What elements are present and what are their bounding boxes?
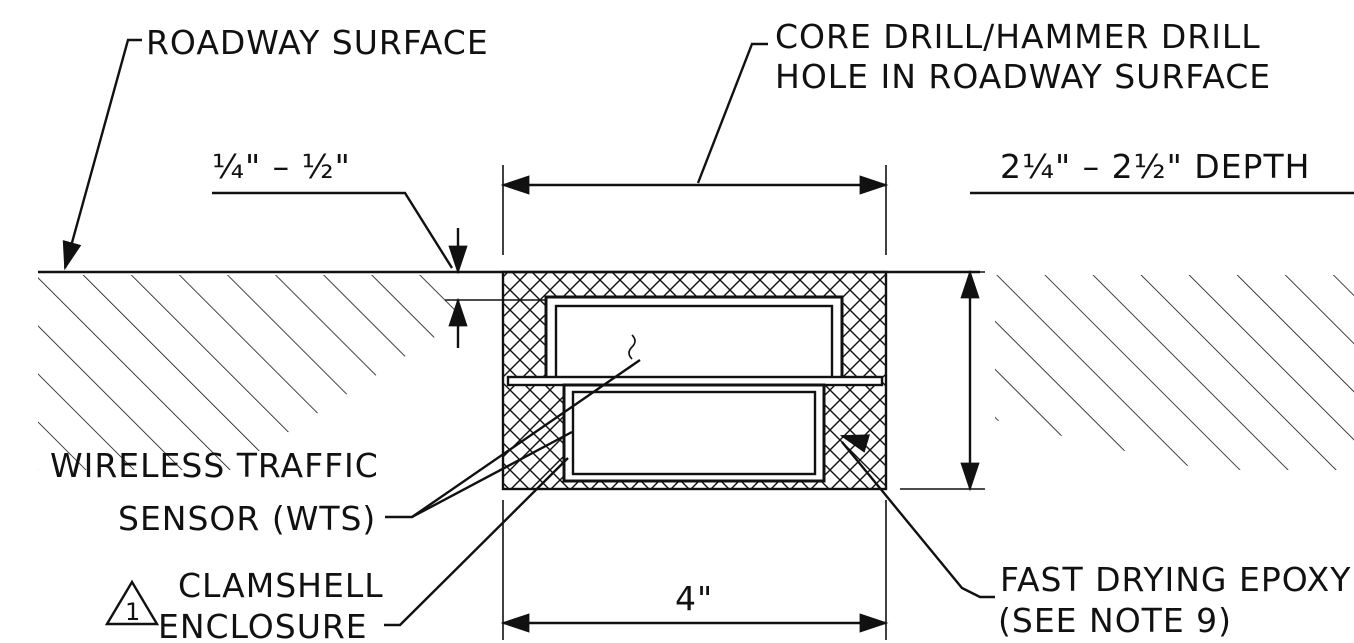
epoxy-label-line2: (SEE NOTE 9)	[998, 601, 1232, 640]
wts-leaders	[385, 359, 641, 519]
clamshell-label-line2: ENCLOSURE	[158, 607, 368, 643]
wts-label-line1: WIRELESS TRAFFIC	[50, 446, 379, 485]
total-depth-label: 2¼" – 2½" DEPTH	[1000, 147, 1310, 186]
core-drill-label-line1: CORE DRILL/HAMMER DRILL	[775, 17, 1261, 56]
hole-width-dimension	[500, 165, 889, 255]
clamshell-label-line1: CLAMSHELL	[178, 566, 384, 605]
recess-depth-label: ¼" – ½"	[212, 147, 351, 186]
clamshell-enclosure-lower	[562, 383, 826, 483]
wts-label-line2: SENSOR (WTS)	[118, 499, 376, 538]
core-drill-label-line2: HOLE IN ROADWAY SURFACE	[775, 57, 1271, 96]
epoxy-leader	[841, 441, 995, 599]
svg-text:1: 1	[125, 598, 141, 626]
clamshell-leader	[384, 457, 569, 627]
depth-dimension	[900, 191, 1354, 492]
break-mark	[628, 334, 636, 360]
epoxy-label-line1: FAST DRYING EPOXY	[1000, 560, 1351, 599]
right-ground-hatch	[995, 275, 1354, 470]
core-drill-leader	[696, 42, 768, 184]
epoxy-arrow	[839, 434, 871, 453]
recess-depth-dimension	[212, 191, 545, 348]
width-4in-label: 4"	[675, 579, 713, 618]
roadway-surface-leader	[62, 38, 142, 271]
left-ground-hatch	[38, 275, 458, 470]
revision-triangle-icon: 1	[104, 579, 160, 626]
roadway-surface-label: ROADWAY SURFACE	[146, 23, 489, 62]
clamshell-enclosure-upper	[544, 295, 844, 383]
width-4in-dimension	[500, 500, 889, 640]
